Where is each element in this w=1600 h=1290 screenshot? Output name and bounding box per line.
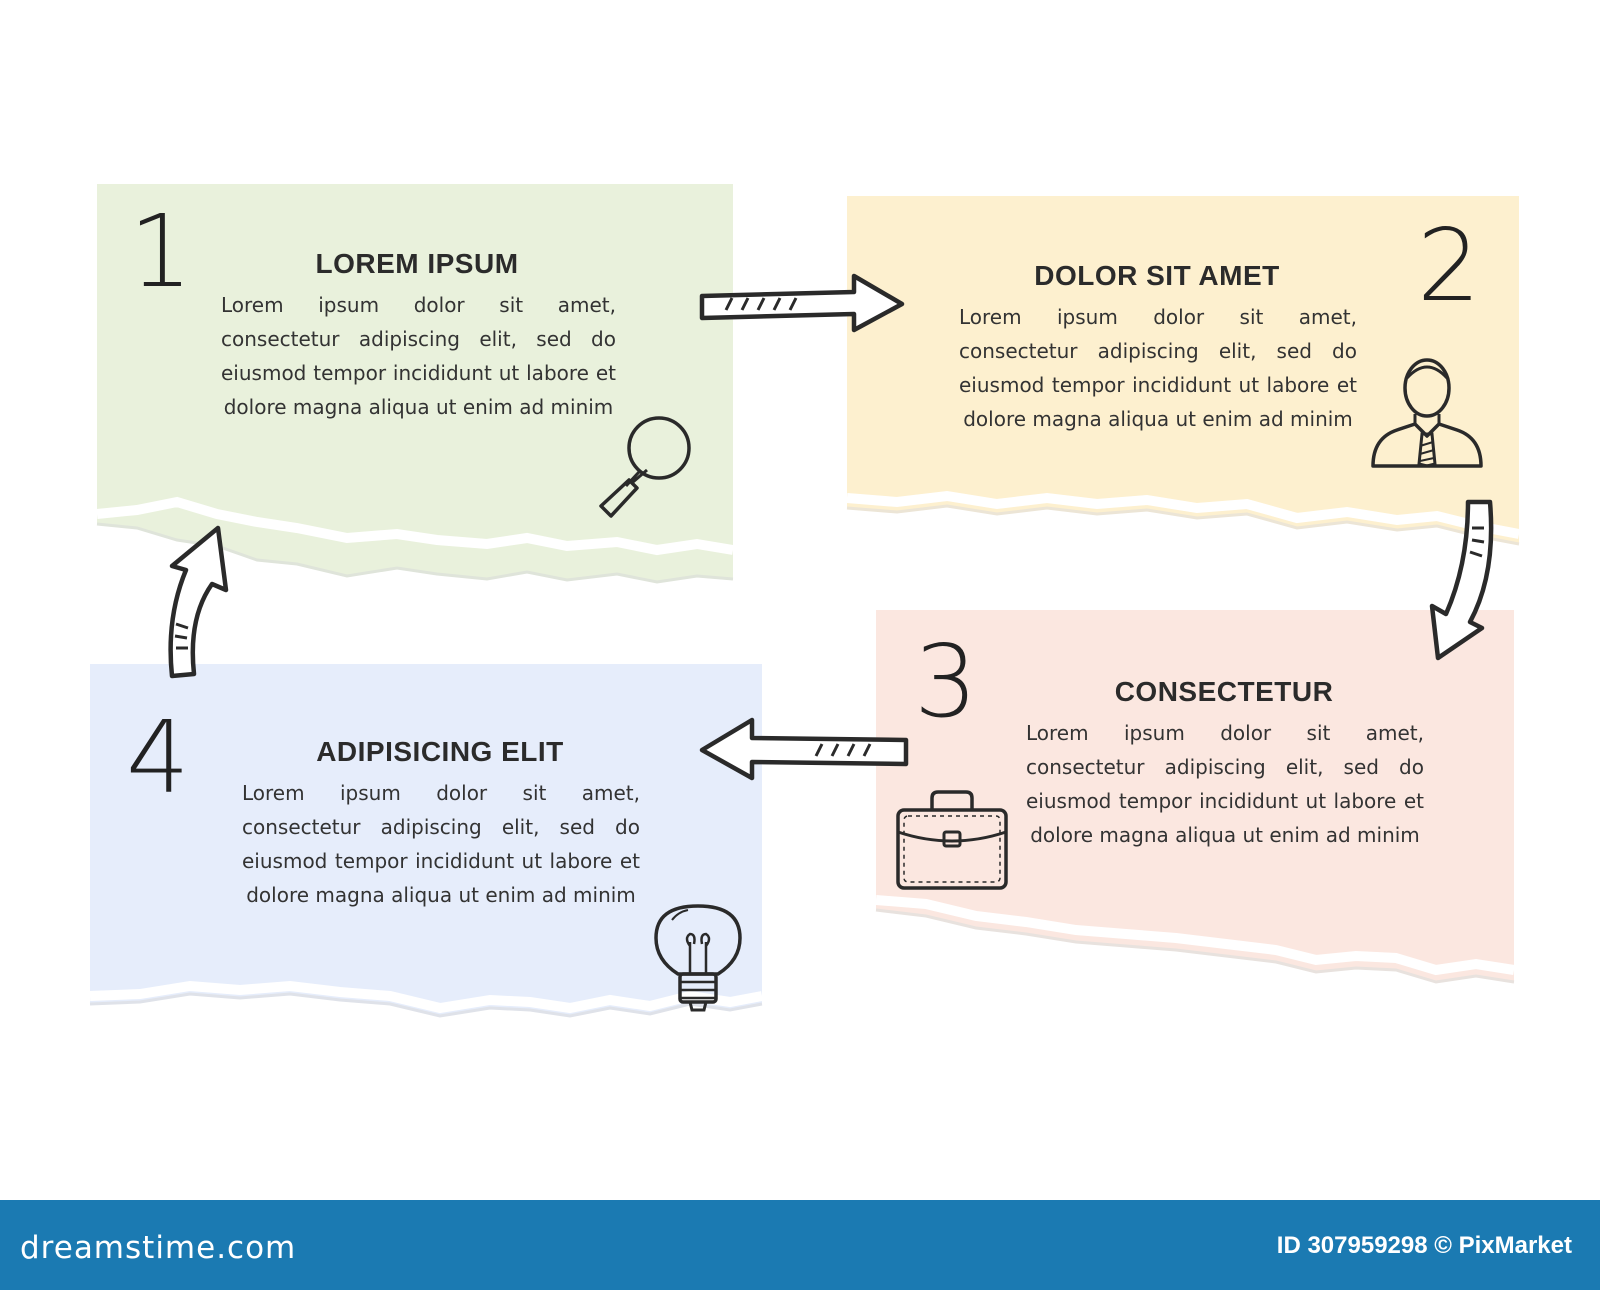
step-description: Lorem ipsum dolor sit amet, consectetur … <box>242 781 640 907</box>
step-description: Lorem ipsum dolor sit amet, consectetur … <box>1026 721 1424 847</box>
step-description: Lorem ipsum dolor sit amet, consectetur … <box>221 293 616 419</box>
step-1-card: 1 LOREM IPSUM Lorem ipsum dolor sit amet… <box>96 184 734 614</box>
step-title: ADIPISICING ELIT <box>316 736 564 767</box>
step-number: 1 <box>129 193 193 310</box>
magnifier-icon <box>599 416 691 518</box>
arrow-up-icon <box>168 525 229 679</box>
torn-paper-step-2 <box>846 196 1520 546</box>
arrow-left-icon <box>699 717 909 781</box>
torn-paper-step-4 <box>89 664 763 1018</box>
footer-bar: dreamstime.com ID 307959298 © PixMarket <box>0 1200 1600 1290</box>
step-2-card: 2 DOLOR SIT AMET Lorem ipsum dolor sit a… <box>846 196 1520 556</box>
step-number: 2 <box>1417 207 1481 324</box>
briefcase-icon <box>896 790 1008 890</box>
step-description: Lorem ipsum dolor sit amet, consectetur … <box>959 305 1357 431</box>
footer-brand: dreamstime.com <box>20 1230 297 1266</box>
step-4-card: 4 ADIPISICING ELIT Lorem ipsum dolor sit… <box>89 664 763 1044</box>
step-title: DOLOR SIT AMET <box>1034 260 1280 291</box>
lightbulb-icon <box>654 904 742 1012</box>
footer-credit: ID 307959298 © PixMarket <box>1276 1232 1572 1259</box>
businessman-icon <box>1371 358 1483 468</box>
torn-paper-step-3 <box>875 610 1515 984</box>
arrow-down-icon <box>1429 499 1494 661</box>
torn-paper-step-1 <box>96 184 734 584</box>
step-number: 4 <box>126 699 190 816</box>
step-title: CONSECTETUR <box>1114 676 1334 707</box>
step-title: LOREM IPSUM <box>315 248 519 279</box>
step-number: 3 <box>914 623 978 740</box>
arrow-right-icon <box>699 273 905 333</box>
step-3-card: 3 CONSECTETUR Lorem ipsum dolor sit amet… <box>875 610 1515 990</box>
